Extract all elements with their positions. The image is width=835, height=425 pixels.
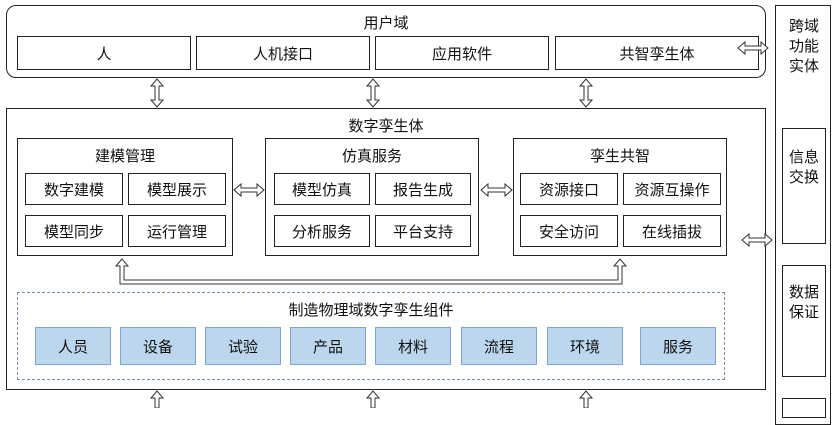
- simulation-item-platform: 平台支持: [375, 215, 471, 247]
- sharing-item-hot-plug: 在线插拔: [623, 215, 721, 247]
- component-product: 产品: [290, 327, 366, 365]
- connector-arrows: [114, 40, 773, 408]
- sharing-item-secure-access: 安全访问: [520, 215, 618, 247]
- vertical-arrow-center: [365, 78, 381, 108]
- bottom-arrow-right: [578, 390, 594, 408]
- simulation-item-report: 报告生成: [375, 173, 471, 205]
- bottom-arrow-center: [365, 390, 381, 408]
- component-environment: 环境: [547, 327, 623, 365]
- cross-item-info-exchange-label: 信息交换: [789, 148, 820, 186]
- modeling-item-run-management: 运行管理: [128, 215, 226, 247]
- component-test: 试验: [205, 327, 281, 365]
- cross-item-data-assurance-label: 数据保证: [789, 283, 820, 321]
- bottom-arrow-left: [149, 390, 165, 408]
- user-domain-title: 用户域: [363, 14, 409, 32]
- component-process: 流程: [461, 327, 537, 365]
- simulation-services-title: 仿真服务: [341, 147, 402, 165]
- user-item-shared-twin: 共智孪生体: [555, 36, 759, 70]
- component-service: 服务: [640, 327, 716, 365]
- simulation-item-model-sim: 模型仿真: [274, 173, 370, 205]
- horizontal-arrow-sim-share: [480, 182, 513, 198]
- sharing-item-resource-interface: 资源接口: [520, 173, 618, 205]
- digital-twin-title: 数字孪生体: [348, 117, 424, 135]
- horizontal-arrow-model-sim: [233, 182, 265, 198]
- cross-function-title: 跨域功能实体: [788, 17, 819, 75]
- user-item-hmi: 人机接口: [196, 36, 370, 70]
- cross-item-data-assurance: 数据保证: [782, 265, 826, 377]
- horizontal-arrow-user-cross: [737, 40, 769, 56]
- modeling-management-title: 建模管理: [94, 147, 155, 165]
- physical-components-title: 制造物理域数字孪生组件: [288, 301, 454, 319]
- component-material: 材料: [375, 327, 451, 365]
- twin-sharing-title: 孪生共智: [589, 147, 650, 165]
- component-equipment: 设备: [120, 327, 196, 365]
- vertical-arrow-right: [578, 78, 594, 108]
- component-personnel: 人员: [35, 327, 111, 365]
- modeling-item-digital-modeling: 数字建模: [25, 173, 123, 205]
- cross-item-info-exchange: 信息交换: [782, 128, 826, 244]
- modeling-item-model-display: 模型展示: [128, 173, 226, 205]
- u-connector-arrow: [114, 258, 628, 285]
- user-item-app-software: 应用软件: [375, 36, 549, 70]
- modeling-item-model-sync: 模型同步: [25, 215, 123, 247]
- horizontal-arrow-twin-cross: [741, 232, 773, 248]
- sharing-item-resource-interop: 资源互操作: [623, 173, 721, 205]
- physical-components-panel: 制造物理域数字孪生组件: [17, 292, 725, 380]
- user-item-person: 人: [17, 36, 191, 70]
- simulation-item-analysis: 分析服务: [274, 215, 370, 247]
- vertical-arrow-left: [149, 78, 165, 108]
